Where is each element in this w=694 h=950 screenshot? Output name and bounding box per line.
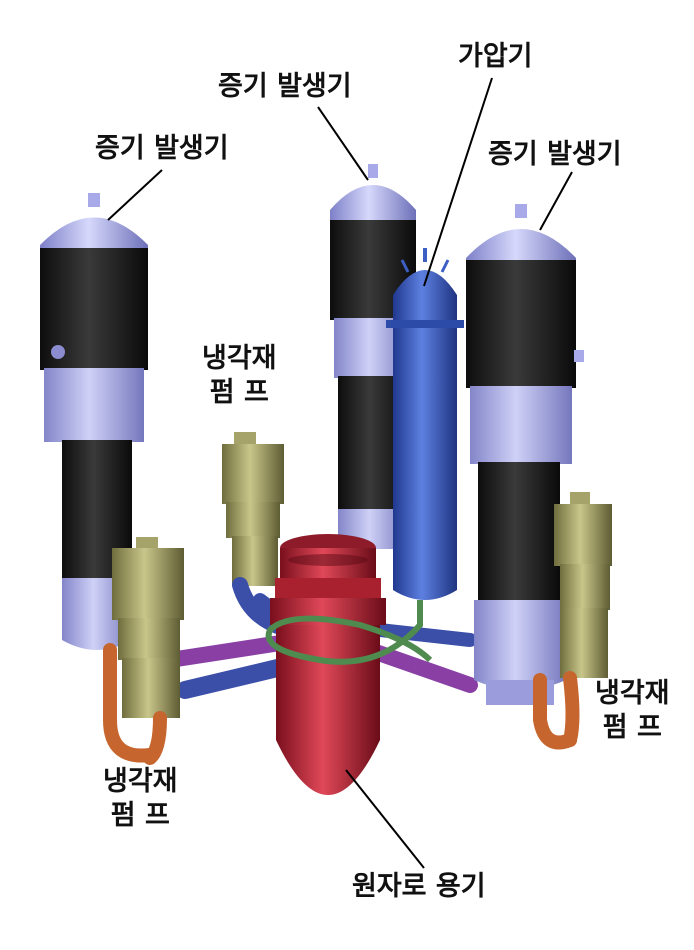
label-coolant-pump-upper: 냉각재 펌 프 [202,342,277,410]
label-coolant-pump-right-line1: 냉각재 [595,678,670,709]
coolant-pump-upper [222,432,298,638]
pressurizer [386,248,464,600]
leader-sg-left [107,169,163,221]
surge-line [265,600,433,665]
cold-leg-left [176,656,299,699]
label-steam-generator-center: 증기 발생기 [218,71,352,102]
leader-sg-center [317,106,369,181]
coolant-pump-left [103,537,184,765]
leader-sg-right [539,171,573,231]
label-coolant-pump-left: 냉각재 펌 프 [103,765,178,833]
steam-generator-left [40,193,148,650]
label-coolant-pump-right-line2: 펌 프 [602,711,662,743]
coolant-pump-right [533,492,612,750]
cold-leg-back [373,623,477,647]
leader-reactor-vessel [345,769,425,869]
label-coolant-pump-left-line1: 냉각재 [103,766,178,797]
label-coolant-pump-left-line2: 펌 프 [110,799,170,831]
label-steam-generator-right: 증기 발생기 [488,139,622,170]
leader-pressurizer [423,77,493,287]
label-pressurizer: 가압기 [458,41,533,72]
hot-leg-right [362,642,478,693]
reactor-vessel [270,534,386,795]
label-coolant-pump-right: 냉각재 펌 프 [595,677,670,745]
label-coolant-pump-upper-line2: 펌 프 [209,376,269,408]
label-coolant-pump-upper-line1: 냉각재 [202,343,277,374]
steam-generator-right [466,204,584,705]
label-reactor-vessel: 원자로 용기 [352,871,486,902]
leader-lines [107,77,573,869]
label-steam-generator-left: 증기 발생기 [95,133,229,164]
